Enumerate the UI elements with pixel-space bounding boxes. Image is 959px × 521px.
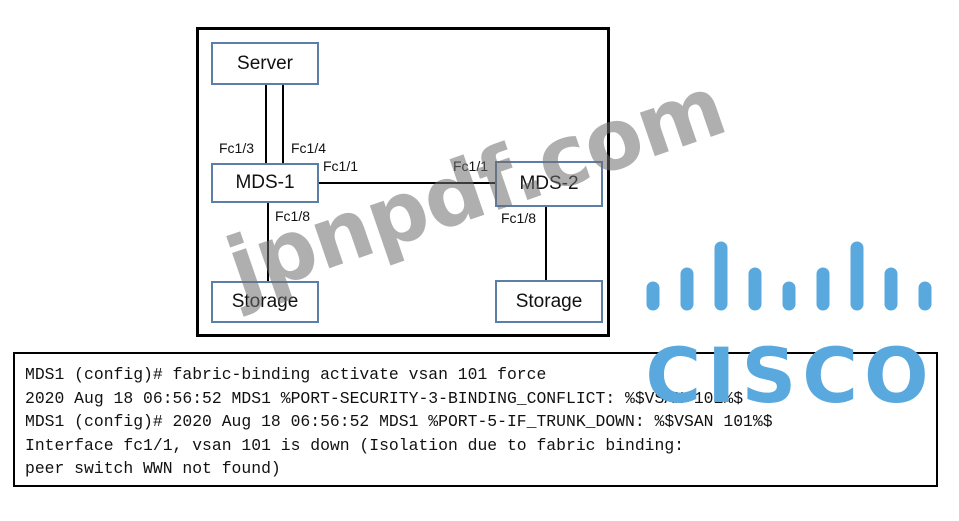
topology-diagram: Server MDS-1 MDS-2 Storage Storage Fc1/3…: [196, 27, 610, 337]
cisco-wordmark: CISCO: [645, 331, 934, 416]
terminal-line: MDS1 (config)# fabric-binding activate v…: [25, 365, 547, 384]
port-label-mds2-fc11: Fc1/1: [453, 158, 489, 174]
terminal-line: MDS1 (config)# 2020 Aug 18 06:56:52 MDS1…: [25, 412, 773, 431]
port-label-mds1-fc18: Fc1/8: [275, 208, 311, 224]
cisco-logo-icon: CISCO: [645, 241, 934, 420]
port-label-mds1-fc11: Fc1/1: [323, 158, 359, 174]
storage-node-left: Storage: [211, 281, 319, 323]
terminal-output: MDS1 (config)# fabric-binding activate v…: [13, 352, 938, 487]
storage-node-right: Storage: [495, 280, 603, 323]
topology-links: [265, 84, 547, 281]
terminal-line: peer switch WWN not found): [25, 459, 281, 478]
server-node: Server: [211, 42, 319, 85]
terminal-line: 2020 Aug 18 06:56:52 MDS1 %PORT-SECURITY…: [25, 388, 744, 408]
mds1-node: MDS-1: [211, 163, 319, 203]
terminal-line: Interface fc1/1, vsan 101 is down (Isola…: [25, 435, 685, 455]
port-label-mds1-fc14: Fc1/4: [291, 140, 327, 156]
mds2-node: MDS-2: [495, 161, 603, 207]
port-label-mds1-fc13: Fc1/3: [219, 140, 255, 156]
port-label-mds2-fc18: Fc1/8: [501, 210, 537, 226]
cisco-logo: CISCO: [640, 236, 940, 420]
